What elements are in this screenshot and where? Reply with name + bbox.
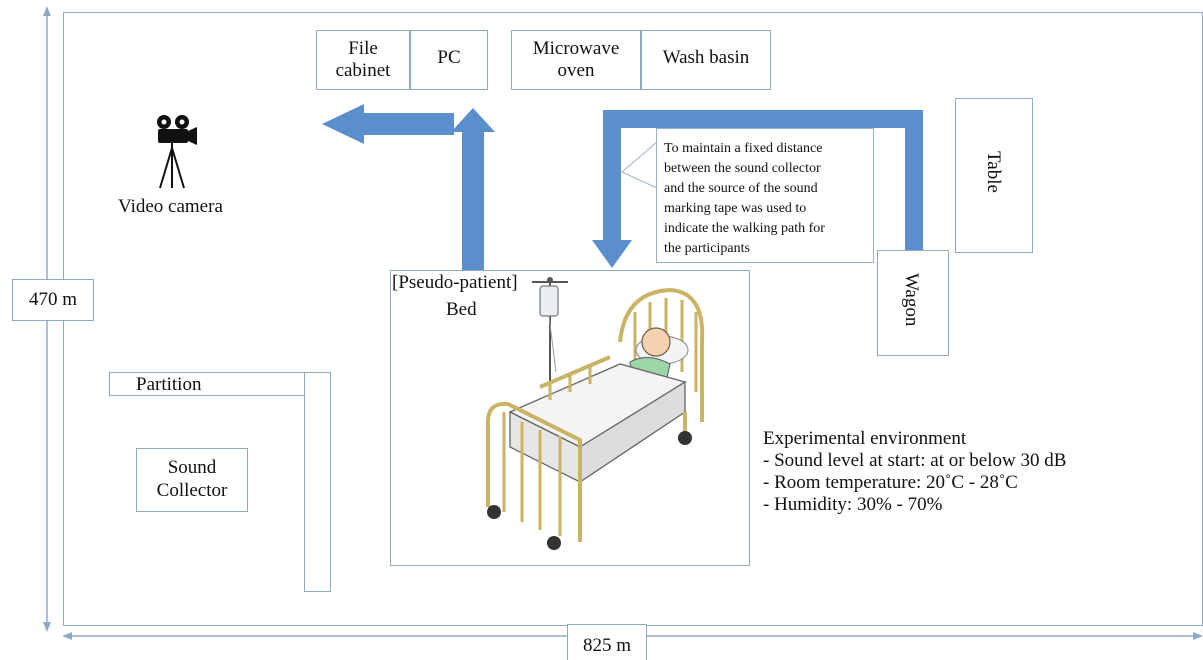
wash-basin: Wash basin — [641, 30, 771, 90]
partition-vertical — [304, 372, 331, 592]
height-dimension-box: 470 m — [12, 279, 94, 321]
table-label: Table — [983, 151, 1004, 193]
video-camera-icon — [157, 115, 197, 189]
bed-label-line1: [Pseudo-patient] — [392, 272, 518, 293]
wash-basin-label: Wash basin — [662, 47, 750, 68]
microwave-label-line1: Microwave — [532, 38, 620, 59]
environment-item-humidity: - Humidity: 30% - 70% — [763, 494, 943, 515]
height-dimension-label: 470 m — [28, 289, 78, 310]
sound-collector: Sound Collector — [136, 448, 248, 512]
note-line-6: the participants — [664, 241, 750, 256]
note-line-3: and the source of the sound — [664, 181, 818, 196]
experimental-environment: Experimental environment - Sound level a… — [763, 428, 1066, 516]
note-line-1: To maintain a fixed distance — [664, 141, 823, 156]
pc-label: PC — [437, 47, 461, 68]
microwave-oven: Microwave oven — [511, 30, 641, 90]
pc: PC — [410, 30, 488, 90]
bed-label-line2: Bed — [446, 299, 477, 320]
file-cabinet: File cabinet — [316, 30, 410, 90]
file-cabinet-label-line2: cabinet — [335, 60, 391, 81]
note-line-5: indicate the walking path for — [664, 221, 825, 236]
microwave-label-line2: oven — [557, 60, 595, 81]
file-cabinet-label-line1: File — [348, 38, 378, 59]
hospital-bed-illustration — [486, 277, 705, 550]
sound-collector-label-line1: Sound — [167, 457, 217, 478]
wagon: Wagon — [877, 250, 949, 356]
environment-item-sound: - Sound level at start: at or below 30 d… — [763, 450, 1067, 471]
video-camera-label: Video camera — [118, 196, 223, 217]
wagon-label: Wagon — [901, 273, 922, 327]
note-line-4: marking tape was used to — [664, 201, 807, 216]
sound-collector-label-line2: Collector — [156, 480, 228, 501]
partition-label: Partition — [136, 374, 202, 395]
table: Table — [955, 98, 1033, 253]
width-dimension-label: 825 m — [582, 635, 632, 656]
environment-item-temperature: - Room temperature: 20˚C - 28˚C — [763, 472, 1018, 493]
width-dimension-box: 825 m — [567, 624, 647, 660]
note-line-2: between the sound collector — [664, 161, 821, 176]
partition-horizontal — [109, 372, 331, 396]
walking-path-note: To maintain a fixed distance between the… — [656, 128, 874, 263]
environment-title: Experimental environment — [763, 428, 967, 449]
